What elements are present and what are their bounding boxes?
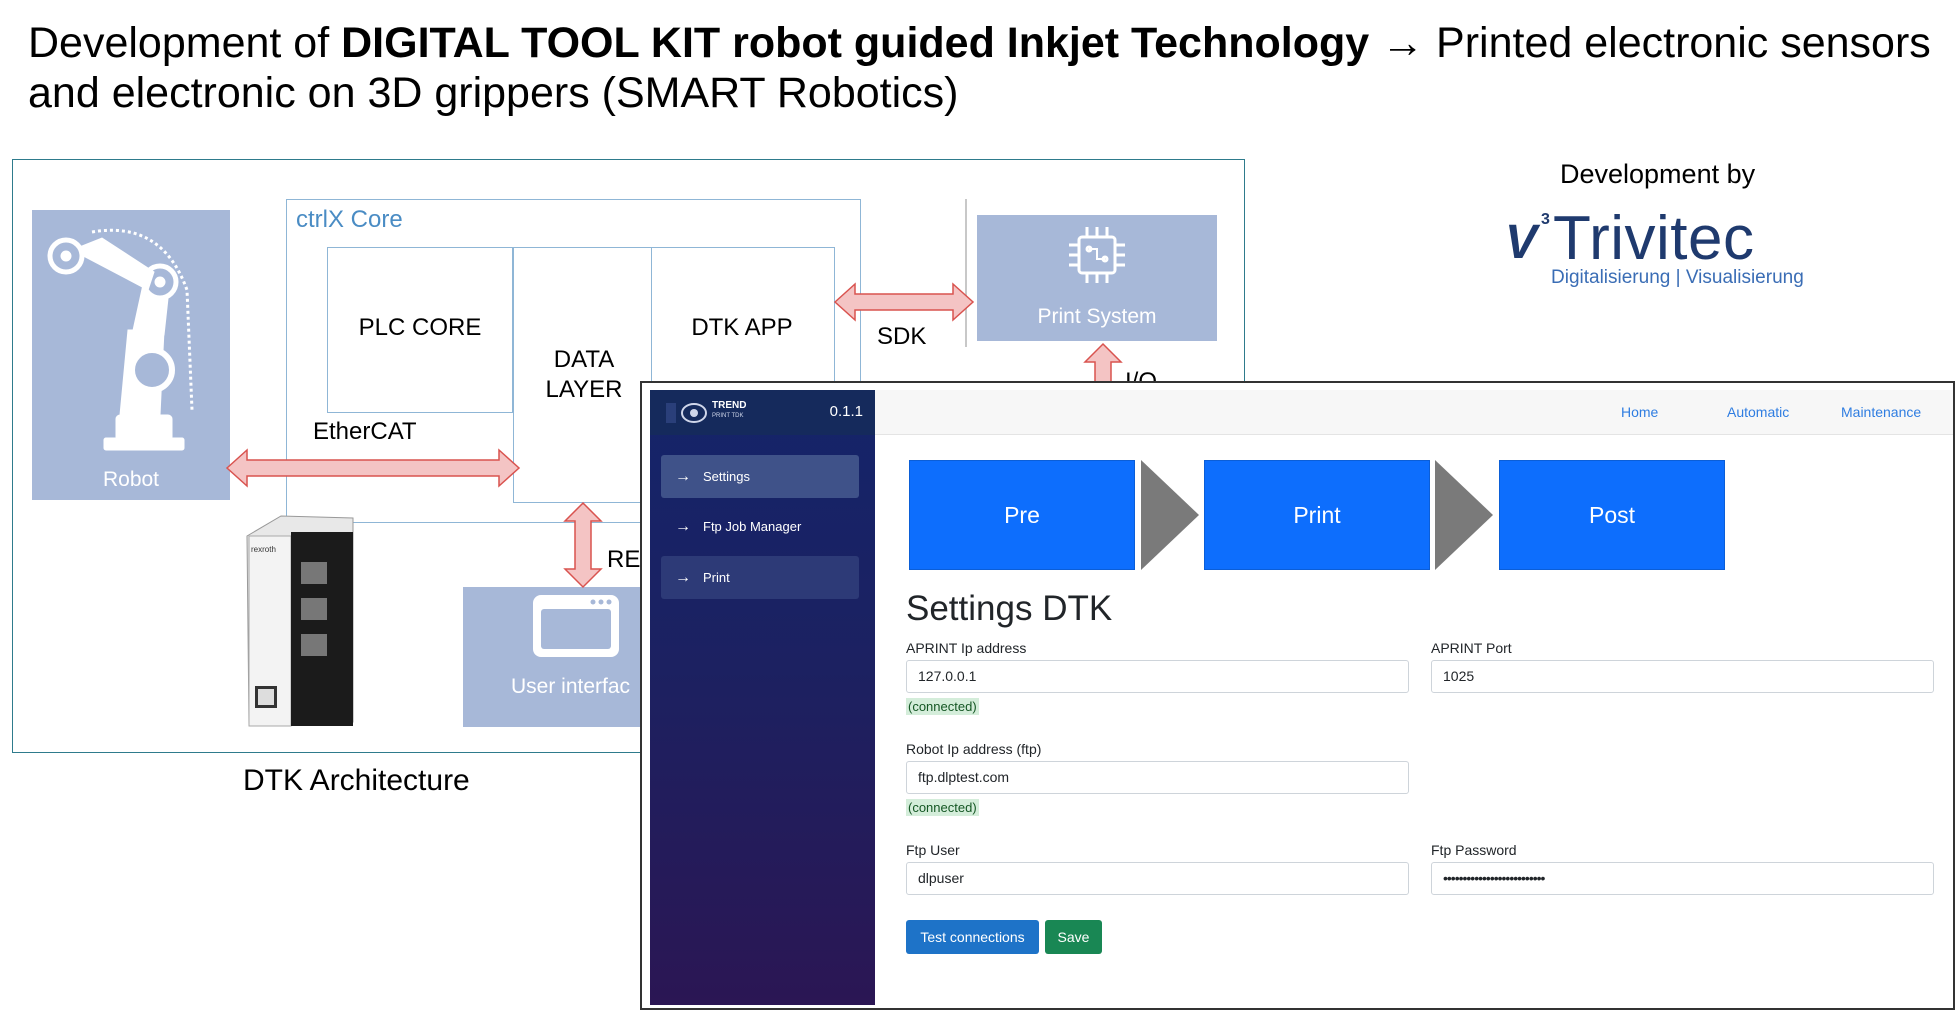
trivitec-logo: V 3 Trivitec Digitalisierung | Visualisi… <box>1505 204 1805 295</box>
ethercat-label: EtherCAT <box>313 418 417 445</box>
ethercat-arrow <box>225 448 521 488</box>
arrow-right-icon: → <box>675 467 691 485</box>
controller-brand: rexroth <box>251 545 276 554</box>
title-suffix: Printed electronic sensors and electroni… <box>28 19 1931 117</box>
sidebar-item-label: Ftp Job Manager <box>703 519 802 534</box>
ftp-password-label: Ftp Password <box>1431 842 1517 858</box>
robot-status-badge: (connected) <box>906 799 979 816</box>
sidebar-item-ftp-job-manager[interactable]: → Ftp Job Manager <box>661 505 859 548</box>
slide-title: Development of DIGITAL TOOL KIT robot gu… <box>28 18 1948 118</box>
sidebar-item-print[interactable]: → Print <box>661 556 859 599</box>
title-arrow: → <box>1369 19 1437 67</box>
browser-window-icon <box>533 595 619 657</box>
sidebar-brand: TREND PRINT TDK 0.1.1 <box>650 390 875 435</box>
print-system-label: Print System <box>1037 305 1157 328</box>
logo-mark: V <box>1505 216 1538 269</box>
robot-block: Robot <box>32 210 230 500</box>
sidebar-item-label: Print <box>703 570 730 585</box>
data-layer-label: DATA LAYER <box>545 346 623 403</box>
aprint-port-input[interactable]: 1025 <box>1431 660 1934 693</box>
step-post-button[interactable]: Post <box>1499 460 1725 570</box>
plc-core-block: PLC CORE <box>327 247 513 413</box>
diagram-caption: DTK Architecture <box>243 764 470 797</box>
plc-core-label: PLC CORE <box>358 314 482 341</box>
title-bold: DIGITAL TOOL KIT robot guided Inkjet Tec… <box>341 19 1370 67</box>
aprint-ip-label: APRINT Ip address <box>906 640 1027 656</box>
nav-link-automatic[interactable]: Automatic <box>1727 404 1790 420</box>
step-print-button[interactable]: Print <box>1204 460 1430 570</box>
nav-link-home[interactable]: Home <box>1621 404 1659 420</box>
user-interface-label: User interfac <box>511 675 631 698</box>
ftp-user-label: Ftp User <box>906 842 960 858</box>
user-interface-block: User interfac <box>463 587 663 727</box>
step-pre-button[interactable]: Pre <box>909 460 1135 570</box>
sidebar: TREND PRINT TDK 0.1.1 → Settings → Ftp J… <box>650 390 875 1005</box>
dtk-app-label: DTK APP <box>691 314 793 341</box>
arrow-right-icon: → <box>675 517 691 535</box>
version-label: 0.1.1 <box>829 403 863 420</box>
brand-name: TREND <box>712 400 747 411</box>
ctrlx-core-block: ctrlX Core <box>286 199 861 523</box>
sidebar-item-label: Settings <box>703 469 750 484</box>
aprint-port-label: APRINT Port <box>1431 640 1512 656</box>
logo-superscript: 3 <box>1541 211 1550 228</box>
sdk-arrow <box>833 282 975 322</box>
data-layer-block: DATA LAYER <box>513 247 653 503</box>
aprint-ip-input[interactable]: 127.0.0.1 <box>906 660 1409 693</box>
chevron-right-icon <box>1435 460 1493 570</box>
controller-hardware-image: rexroth <box>246 515 354 727</box>
robot-arm-icon <box>47 228 194 451</box>
title-prefix: Development of <box>28 19 342 67</box>
rest-arrow <box>563 501 603 589</box>
print-system-block: Print System <box>977 215 1217 341</box>
sidebar-item-settings[interactable]: → Settings <box>661 455 859 498</box>
rest-label: RE <box>607 546 641 573</box>
test-connections-button[interactable]: Test connections <box>906 920 1039 954</box>
arrow-right-icon: → <box>675 568 691 586</box>
save-button[interactable]: Save <box>1045 920 1102 954</box>
dtk-app-window: TREND PRINT TDK 0.1.1 → Settings → Ftp J… <box>640 381 1955 1010</box>
ctrlx-core-label: ctrlX Core <box>296 206 403 233</box>
robot-ip-input[interactable]: ftp.dlptest.com <box>906 761 1409 794</box>
logo-tagline: Digitalisierung | Visualisierung <box>1551 267 1804 288</box>
robot-ip-label: Robot Ip address (ftp) <box>906 741 1042 757</box>
top-navbar: Home Automatic Maintenance <box>875 390 1953 435</box>
ftp-password-input[interactable]: •••••••••••••••••••••••••• <box>1431 862 1934 895</box>
logo-wordmark: Trivitec <box>1553 204 1755 273</box>
ftp-user-input[interactable]: dlpuser <box>906 862 1409 895</box>
nav-link-maintenance[interactable]: Maintenance <box>1841 404 1922 420</box>
chip-icon <box>1069 227 1125 283</box>
chevron-right-icon <box>1141 460 1199 570</box>
trend-print-logo <box>666 403 707 423</box>
separator-line <box>965 199 967 347</box>
io-arrow <box>1083 342 1123 382</box>
brand-sub: PRINT TDK <box>712 413 744 419</box>
sdk-label: SDK <box>877 323 927 350</box>
aprint-status-badge: (connected) <box>906 698 979 715</box>
page-title: Settings DTK <box>906 589 1113 628</box>
robot-label: Robot <box>102 468 160 491</box>
development-by-label: Development by <box>1560 159 1756 189</box>
